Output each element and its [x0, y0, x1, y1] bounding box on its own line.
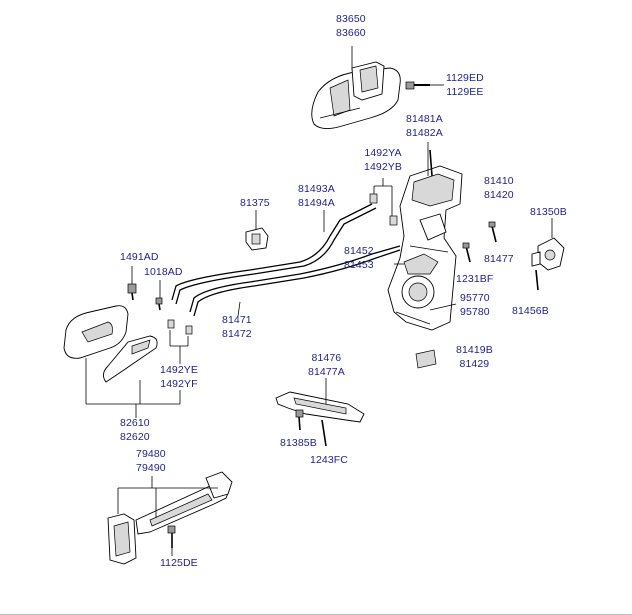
part-number: 81493A: [298, 183, 335, 195]
part-number: 1492YA: [364, 147, 402, 159]
callout-1018ad[interactable]: 1018AD: [144, 265, 183, 279]
part-number: 1129ED: [446, 72, 484, 84]
callout-81476[interactable]: 81476 81477A: [308, 351, 345, 379]
part-number: 81410: [484, 175, 514, 187]
part-number: 81420: [484, 189, 514, 201]
part-number: 81477: [484, 253, 514, 265]
part-number: 81419B: [456, 344, 493, 356]
part-number: 81375: [240, 197, 270, 209]
part-number: 81429: [459, 358, 490, 370]
screw-1231bf-icon: [462, 242, 471, 263]
part-number: 81452: [344, 245, 374, 257]
callout-1492ye[interactable]: 1492YE 1492YF: [160, 363, 198, 391]
part-number: 81385B: [280, 437, 317, 449]
part-number: 95780: [460, 306, 490, 318]
part-number: 81494A: [298, 197, 335, 209]
callout-81481a[interactable]: 81481A 81482A: [406, 112, 443, 140]
part-number: 81477A: [308, 366, 345, 378]
callout-81452[interactable]: 81452 81453: [344, 244, 374, 272]
part-number: 81456B: [512, 305, 549, 317]
part-number: 1243FC: [310, 454, 348, 466]
part-number: 81453: [344, 259, 374, 271]
outside-door-handle[interactable]: [311, 61, 401, 129]
actuator-bracket[interactable]: [275, 391, 365, 423]
bolt-1129-icon: [405, 81, 430, 90]
callout-83650[interactable]: 83650 83660: [336, 12, 366, 40]
part-number: 81482A: [406, 127, 443, 139]
callout-1491ad[interactable]: 1491AD: [120, 250, 159, 264]
part-number: 79490: [136, 462, 166, 474]
part-number: 1492YB: [364, 161, 402, 173]
part-number: 82610: [120, 417, 150, 429]
part-number: 81476: [311, 352, 342, 364]
part-number: 83660: [336, 27, 366, 39]
callout-81419b[interactable]: 81419B 81429: [456, 343, 493, 371]
part-number: 1129EE: [446, 86, 484, 98]
part-number: 81472: [222, 328, 252, 340]
part-number: 82620: [120, 431, 150, 443]
callout-81375[interactable]: 81375: [240, 196, 270, 210]
door-checker[interactable]: [107, 471, 233, 565]
inside-door-handle[interactable]: [63, 305, 158, 383]
screw-81477-icon: [488, 221, 497, 243]
callout-1492ya[interactable]: 1492YA 1492YB: [364, 146, 402, 174]
screw-1491ad-icon: [127, 283, 137, 301]
callout-95770[interactable]: 95770 95780: [460, 291, 490, 319]
part-number: 1018AD: [144, 266, 183, 278]
bolt-81385b-icon: [295, 409, 304, 431]
callout-82610[interactable]: 82610 82620: [120, 416, 150, 444]
door-striker[interactable]: [531, 237, 565, 271]
part-number: 1491AD: [120, 251, 159, 263]
rod-clip-1492ye-icon: [167, 319, 193, 335]
part-number: 83650: [336, 13, 366, 25]
callout-1243fc[interactable]: 1243FC: [310, 453, 348, 467]
part-number: 95770: [460, 292, 490, 304]
callout-81493a[interactable]: 81493A 81494A: [298, 182, 335, 210]
pad-81419b-icon[interactable]: [415, 349, 437, 369]
part-number: 1125DE: [160, 557, 198, 569]
part-number: 1231BF: [456, 273, 494, 285]
callout-81385b[interactable]: 81385B: [280, 436, 317, 450]
callout-81410[interactable]: 81410 81420: [484, 174, 514, 202]
callout-81456b[interactable]: 81456B: [512, 304, 549, 318]
part-number: 81350B: [530, 206, 567, 218]
part-number: 81471: [222, 314, 252, 326]
callout-81350b[interactable]: 81350B: [530, 205, 567, 219]
screw-1018ad-icon: [155, 297, 163, 311]
callout-1125de[interactable]: 1125DE: [160, 556, 198, 570]
part-number: 1492YF: [160, 378, 198, 390]
part-number: 81481A: [406, 113, 443, 125]
door-latch-assembly[interactable]: [387, 165, 463, 331]
callout-79480[interactable]: 79480 79490: [136, 447, 166, 475]
screw-1243fc-icon: [321, 419, 327, 447]
part-number: 1492YE: [160, 364, 198, 376]
rod-clip-1492ya-icon: [369, 193, 398, 226]
bolt-1125de-icon: [167, 525, 176, 548]
screw-81456b-icon: [535, 269, 539, 291]
callout-81471[interactable]: 81471 81472: [222, 313, 252, 341]
control-rods[interactable]: [171, 203, 401, 317]
part-number: 79480: [136, 448, 166, 460]
callout-81477[interactable]: 81477: [484, 252, 514, 266]
callout-1231bf[interactable]: 1231BF: [456, 272, 493, 286]
clip-81375-icon[interactable]: [245, 227, 269, 251]
callout-1129ed[interactable]: 1129ED 1129EE: [446, 71, 484, 99]
